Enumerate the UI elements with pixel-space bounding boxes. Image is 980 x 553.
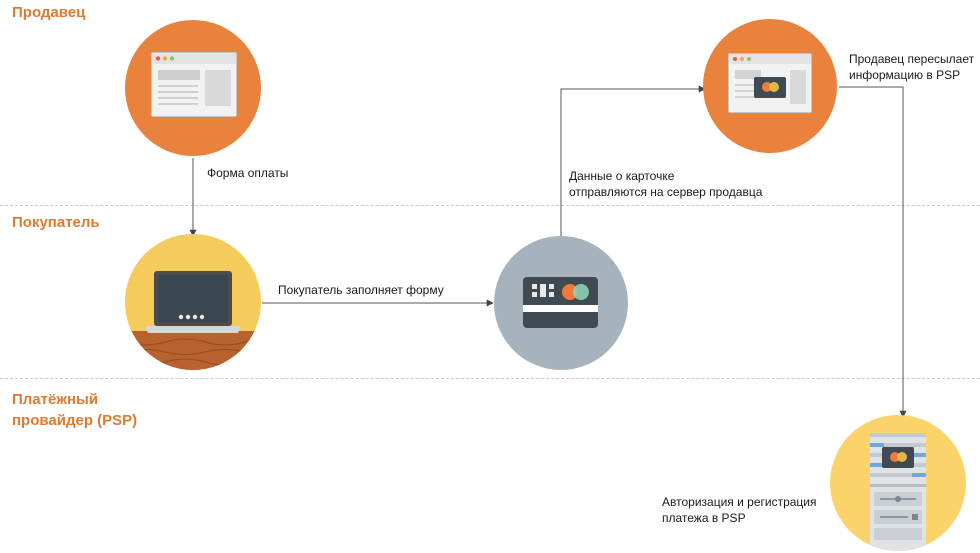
psp-server-node: [830, 415, 966, 551]
card-data-node: [494, 236, 628, 370]
lane-separator-buyer-psp: [0, 378, 980, 379]
step-seller-forwards-line2: информацию в PSP: [849, 68, 961, 82]
step-authorization-line2: платежа в PSP: [662, 511, 746, 525]
step-seller-forwards: Продавец пересылает информацию в PSP: [849, 51, 974, 83]
connector-card-to-seller: [560, 85, 706, 236]
lane-separator-seller-buyer: [0, 205, 980, 206]
lane-title-buyer: Покупатель: [12, 214, 100, 231]
step-payment-form: Форма оплаты: [207, 166, 289, 180]
lane-title-seller: Продавец: [12, 4, 86, 21]
lane-title-psp-line2: провайдер (PSP): [12, 412, 138, 429]
buyer-laptop-node: [125, 234, 261, 370]
step-card-data-line2: отправляются на сервер продавца: [569, 185, 763, 199]
step-authorization: Авторизация и регистрация платежа в PSP: [662, 494, 817, 526]
connector-seller-to-psp: [839, 86, 907, 418]
step-buyer-fills-form: Покупатель заполняет форму: [278, 283, 444, 297]
step-seller-forwards-line1: Продавец пересылает: [849, 52, 975, 66]
lane-title-psp-line1: Платёжный: [12, 391, 99, 408]
seller-card-node: [703, 19, 837, 153]
step-authorization-line1: Авторизация и регистрация: [662, 495, 817, 509]
step-card-data-sent: Данные о карточке отправляются на сервер…: [569, 168, 762, 200]
seller-form-node: [125, 20, 261, 156]
lane-title-psp: Платёжный провайдер (PSP): [12, 389, 137, 431]
step-card-data-line1: Данные о карточке: [569, 169, 675, 183]
